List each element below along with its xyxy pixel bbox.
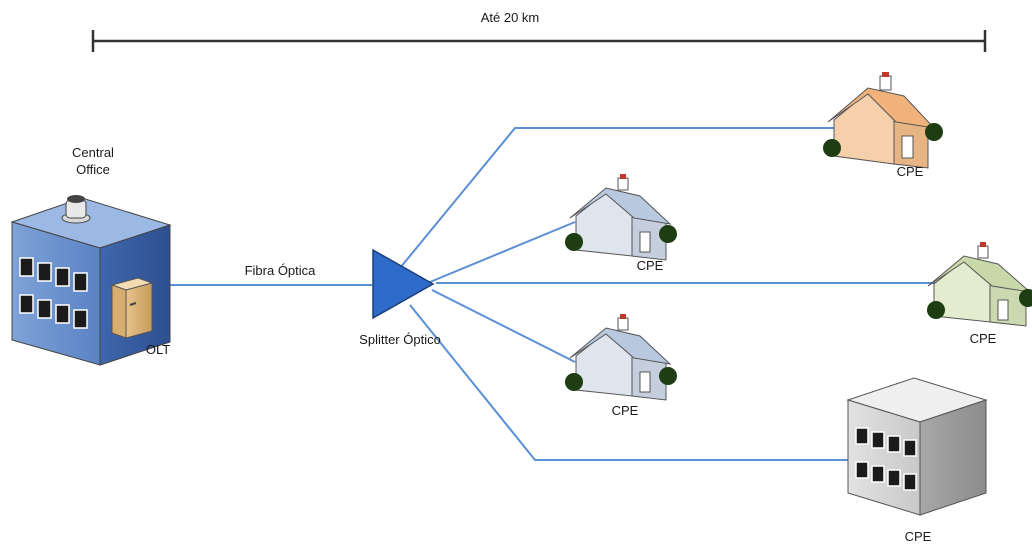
- cpe-label-5: CPE: [905, 529, 932, 544]
- cpe-building-5: [846, 377, 988, 516]
- distance-measure: Até 20 km: [91, 10, 987, 52]
- distance-label: Até 20 km: [481, 10, 540, 25]
- olt-rack: [110, 277, 154, 339]
- fiber-lines: [170, 127, 935, 461]
- cpe-label-1: CPE: [897, 164, 924, 179]
- fiber-to-cpe-1: [399, 127, 840, 269]
- cpe-label-4: CPE: [612, 403, 639, 418]
- central-office-building: [10, 195, 172, 366]
- cpe-house-1: [823, 72, 943, 169]
- cpe-house-4: [565, 314, 677, 401]
- optical-splitter: [372, 248, 435, 320]
- cpe-label-3: CPE: [970, 331, 997, 346]
- central-office-label-line1: Central: [72, 145, 114, 160]
- olt-label: OLT: [146, 342, 170, 357]
- fiber-to-cpe-2: [429, 221, 576, 283]
- fiber-to-cpe-4: [431, 289, 576, 363]
- cpe-house-3: [927, 242, 1032, 327]
- fiber-to-cpe-5: [409, 304, 850, 461]
- splitter-label: Splitter Óptico: [359, 332, 441, 347]
- cpe-label-2: CPE: [637, 258, 664, 273]
- central-office-label-line2: Office: [76, 162, 110, 177]
- cpe-house-2: [565, 174, 677, 261]
- fiber-label: Fibra Óptica: [245, 263, 317, 278]
